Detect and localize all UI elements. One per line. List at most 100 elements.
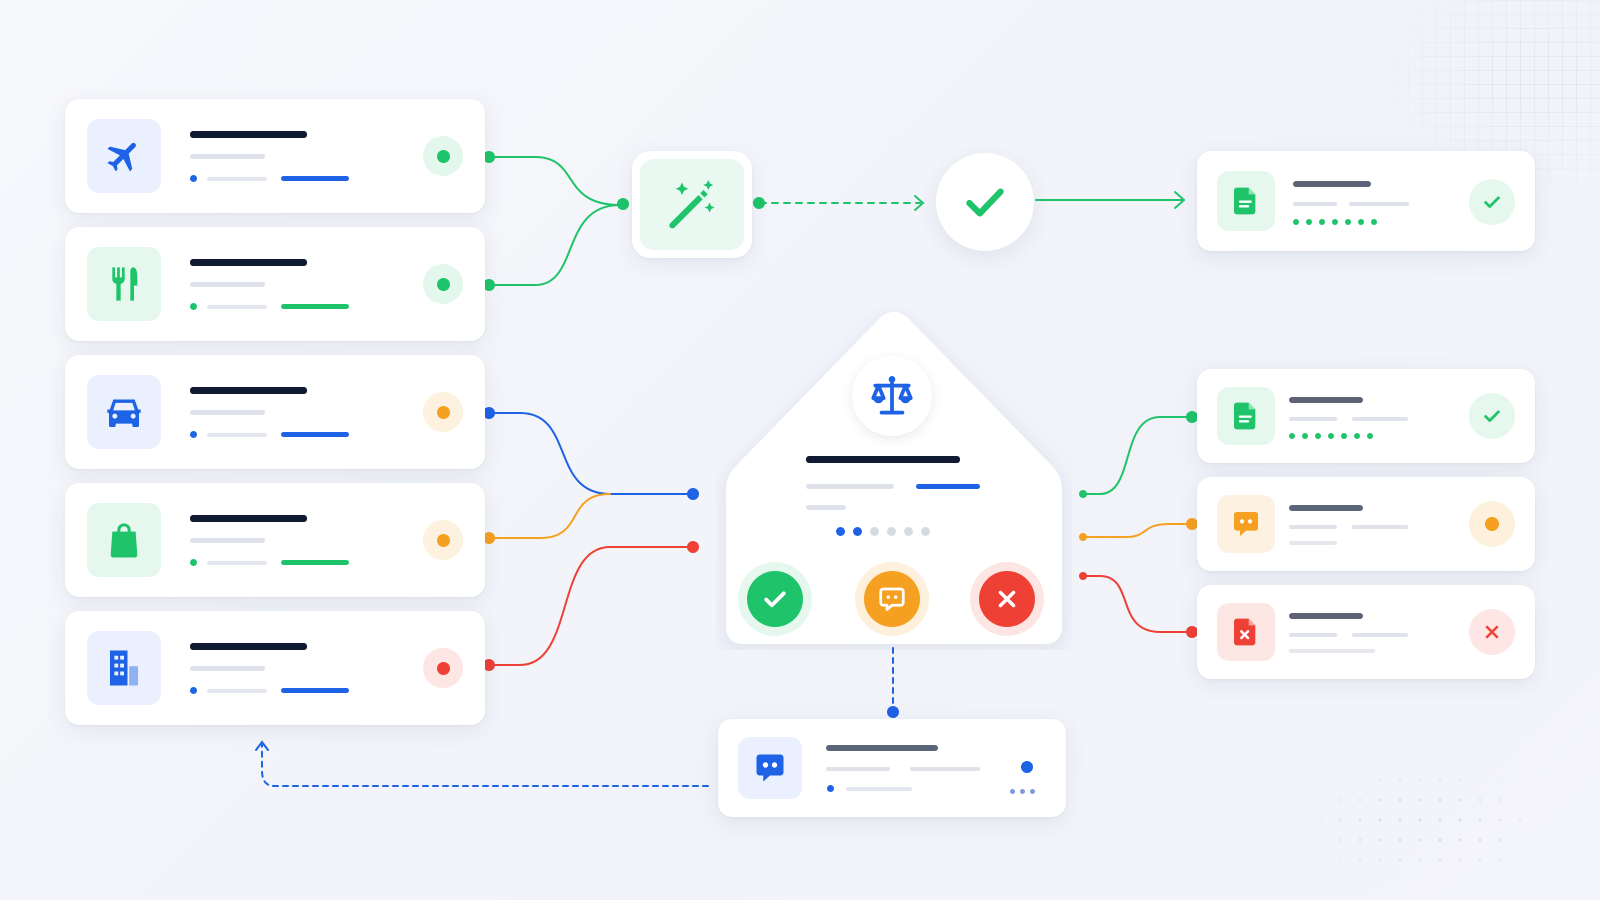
connector-airplane-to-wand <box>488 156 621 206</box>
outcome-card-rejected[interactable] <box>1197 585 1535 679</box>
progress-line <box>281 688 349 693</box>
check-icon <box>1469 393 1515 439</box>
document-icon <box>1217 171 1275 231</box>
connector-bag-to-hub <box>488 493 611 539</box>
meta-line <box>1352 525 1408 529</box>
source-card-dining[interactable] <box>65 227 485 341</box>
step-dot <box>836 527 845 536</box>
title-line <box>190 387 307 394</box>
meta-dot <box>827 785 834 792</box>
connector-hub-to-rejected <box>1082 575 1193 633</box>
title-line <box>190 643 307 650</box>
checkmark-icon <box>966 188 1004 217</box>
chat-bubble-icon <box>879 587 905 611</box>
meta-dot <box>190 559 197 566</box>
meta-line <box>1289 649 1375 653</box>
connector-building-to-hub <box>488 546 694 666</box>
title-line <box>1289 397 1363 403</box>
chat-bubble-icon <box>1217 495 1275 553</box>
meta-line <box>1349 202 1409 206</box>
meta-line <box>1289 417 1337 421</box>
dots-decoration <box>1310 770 1540 880</box>
status-indicator <box>1469 501 1515 547</box>
status-indicator <box>423 392 463 432</box>
feedback-card[interactable] <box>718 719 1066 817</box>
title-line <box>190 515 307 522</box>
meta-line <box>1352 417 1408 421</box>
source-card-flight[interactable] <box>65 99 485 213</box>
subtitle-line <box>190 538 265 543</box>
step-dot <box>853 527 862 536</box>
balance-scale-icon <box>852 356 932 436</box>
reject-button[interactable] <box>970 562 1044 636</box>
document-x-icon <box>1217 603 1275 661</box>
meta-dot <box>190 175 197 182</box>
progress-line <box>281 304 349 309</box>
status-dot <box>1021 761 1033 773</box>
arrowhead <box>255 740 269 751</box>
source-card-shopping[interactable] <box>65 483 485 597</box>
checkmark-icon <box>764 591 786 608</box>
status-indicator <box>423 520 463 560</box>
meta-dot <box>190 431 197 438</box>
meta-line <box>1352 633 1408 637</box>
meta-line <box>207 305 267 309</box>
subtitle-line <box>190 282 265 287</box>
title-line <box>1289 505 1363 511</box>
meta-dot <box>190 303 197 310</box>
meta-line <box>846 787 912 791</box>
auto-process-node[interactable] <box>632 151 752 258</box>
approve-button[interactable] <box>738 562 812 636</box>
status-indicator <box>423 648 463 688</box>
outcome-card-pending[interactable] <box>1197 477 1535 571</box>
source-card-car[interactable] <box>65 355 485 469</box>
progress-line <box>281 176 349 181</box>
status-indicator <box>423 136 463 176</box>
check-icon <box>1469 179 1515 225</box>
meta-dot <box>190 687 197 694</box>
step-dot <box>904 527 913 536</box>
review-hub-panel <box>726 312 1062 644</box>
progress-line <box>281 560 349 565</box>
connector-food-to-wand <box>488 204 621 286</box>
step-dot <box>921 527 930 536</box>
progress-line <box>281 432 349 437</box>
approval-node[interactable] <box>936 153 1034 251</box>
meta-line <box>207 433 267 437</box>
car-icon <box>87 375 161 449</box>
message-icon <box>738 737 802 799</box>
fork-knife-icon <box>87 247 161 321</box>
status-indicator <box>423 264 463 304</box>
meta-line <box>826 767 890 771</box>
meta-line <box>1289 541 1337 545</box>
connector-hub-to-approved <box>1082 416 1193 495</box>
arrowhead <box>914 195 925 211</box>
step-dot <box>887 527 896 536</box>
connector-hub-to-pending <box>1082 523 1193 538</box>
meta-line <box>207 561 267 565</box>
magic-wand-icon <box>640 159 744 250</box>
comment-button[interactable] <box>855 562 929 636</box>
meta-line <box>1289 525 1337 529</box>
meta-line <box>910 767 980 771</box>
outcome-card-approved[interactable] <box>1197 151 1535 251</box>
more-dots-icon[interactable] <box>1010 789 1035 794</box>
connector-car-to-hub <box>488 412 694 495</box>
meta-line <box>207 689 267 693</box>
building-icon <box>87 631 161 705</box>
meta-line <box>1293 202 1337 206</box>
hub-progress-line <box>916 484 980 489</box>
shopping-bag-icon <box>87 503 161 577</box>
title-line <box>190 259 307 266</box>
hub-meta-line <box>806 505 846 510</box>
progress-dots <box>1289 433 1373 439</box>
meta-line <box>207 177 267 181</box>
title-line <box>190 131 307 138</box>
title-line <box>1293 181 1371 187</box>
outcome-card-approved-review[interactable] <box>1197 369 1535 463</box>
document-icon <box>1217 387 1275 445</box>
source-card-hotel[interactable] <box>65 611 485 725</box>
hub-step-dots <box>836 527 930 537</box>
hub-title-line <box>806 456 960 463</box>
